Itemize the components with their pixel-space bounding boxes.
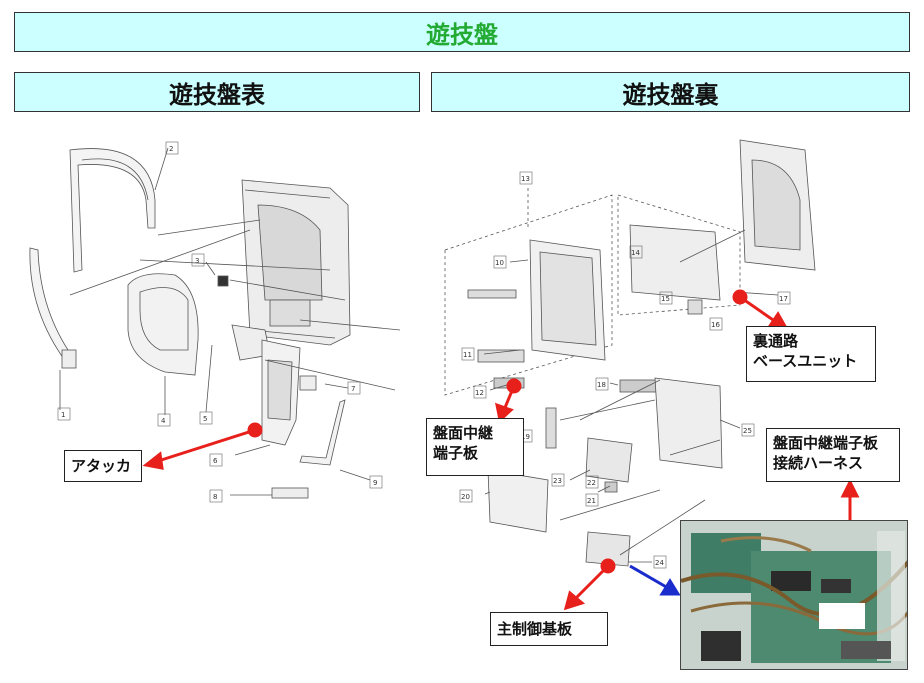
board-main-body	[241, 179, 351, 346]
part-number-12: 12	[475, 389, 484, 397]
part-number-22: 22	[587, 479, 596, 487]
part-number-24: 24	[655, 559, 664, 567]
part-number-4: 4	[161, 417, 166, 425]
part-8-plate	[271, 487, 309, 499]
callout-relay-line2: 端子板	[433, 444, 479, 462]
part-number-13: 13	[521, 175, 530, 183]
part-23-board	[585, 437, 633, 483]
callout-main-board: 主制御基板	[490, 612, 608, 646]
part-number-5: 5	[203, 415, 207, 423]
part-2-outer-rail	[69, 148, 156, 273]
part-number-18: 18	[597, 381, 606, 389]
callout-harness: 盤面中継端子板 接続ハーネス	[766, 428, 900, 482]
group-13-box	[444, 194, 613, 396]
part-9-piece	[299, 399, 346, 466]
part-number-labels: 1 2 3 4 5 6 7 8 9 10 11 12 13 14 15 16 1…	[57, 141, 791, 569]
part-number-25: 25	[743, 427, 752, 435]
callout-attacker: アタッカ	[64, 450, 142, 482]
part-14-15-unit	[629, 224, 721, 301]
part-3-small	[217, 275, 229, 287]
part-25-cover	[654, 377, 723, 469]
part-number-16: 16	[711, 321, 720, 329]
part-number-15: 15	[661, 295, 670, 303]
front-section-title: 遊技盤表	[14, 72, 420, 112]
part-1-inner-rail	[29, 247, 73, 363]
part-number-20: 20	[461, 493, 470, 501]
callout-relay-line1: 盤面中継	[433, 424, 494, 442]
part-7-piece	[299, 375, 317, 391]
part-number-19: 19	[521, 433, 530, 441]
part-20-board	[487, 469, 549, 533]
part-16-piece	[687, 299, 703, 315]
part-number-7: 7	[351, 385, 355, 393]
part-number-11: 11	[463, 351, 472, 359]
part-number-17: 17	[779, 295, 788, 303]
part-number-14: 14	[631, 249, 640, 257]
part-21-22-parts	[604, 481, 618, 493]
callout-back-passage: 裏通路 ベースユニット	[746, 326, 876, 382]
callout-back-line1: 裏通路	[753, 332, 799, 350]
part-number-9: 9	[373, 479, 377, 487]
group-17-box	[617, 194, 741, 316]
part-number-2: 2	[169, 145, 173, 153]
arrow-head-attacker	[142, 451, 164, 470]
part-10-bar	[467, 289, 517, 299]
arrow-head-harness-up	[840, 478, 860, 498]
callout-back-line2: ベースユニット	[753, 352, 858, 370]
part-number-10: 10	[495, 259, 504, 267]
callout-harness-line1: 盤面中継端子板	[773, 434, 879, 452]
part-number-3: 3	[195, 257, 199, 265]
photo-blank-label	[819, 603, 865, 629]
main-board-photo	[680, 520, 908, 670]
arrow-head-blue	[659, 578, 681, 596]
callout-main-text: 主制御基板	[497, 620, 573, 638]
page-title: 遊技盤	[14, 12, 910, 52]
part-number-23: 23	[553, 477, 562, 485]
callout-attacker-text: アタッカ	[71, 457, 132, 475]
callout-harness-line2: 接続ハーネス	[773, 454, 864, 472]
back-section-title: 遊技盤裏	[431, 72, 910, 112]
part-19-strip	[545, 407, 557, 449]
part-24-main-board	[585, 531, 631, 567]
part-number-1: 1	[61, 411, 65, 419]
part-number-6: 6	[213, 457, 218, 465]
part-number-8: 8	[213, 493, 217, 501]
part-number-21: 21	[587, 497, 596, 505]
callout-relay-board: 盤面中継 端子板	[426, 418, 524, 476]
